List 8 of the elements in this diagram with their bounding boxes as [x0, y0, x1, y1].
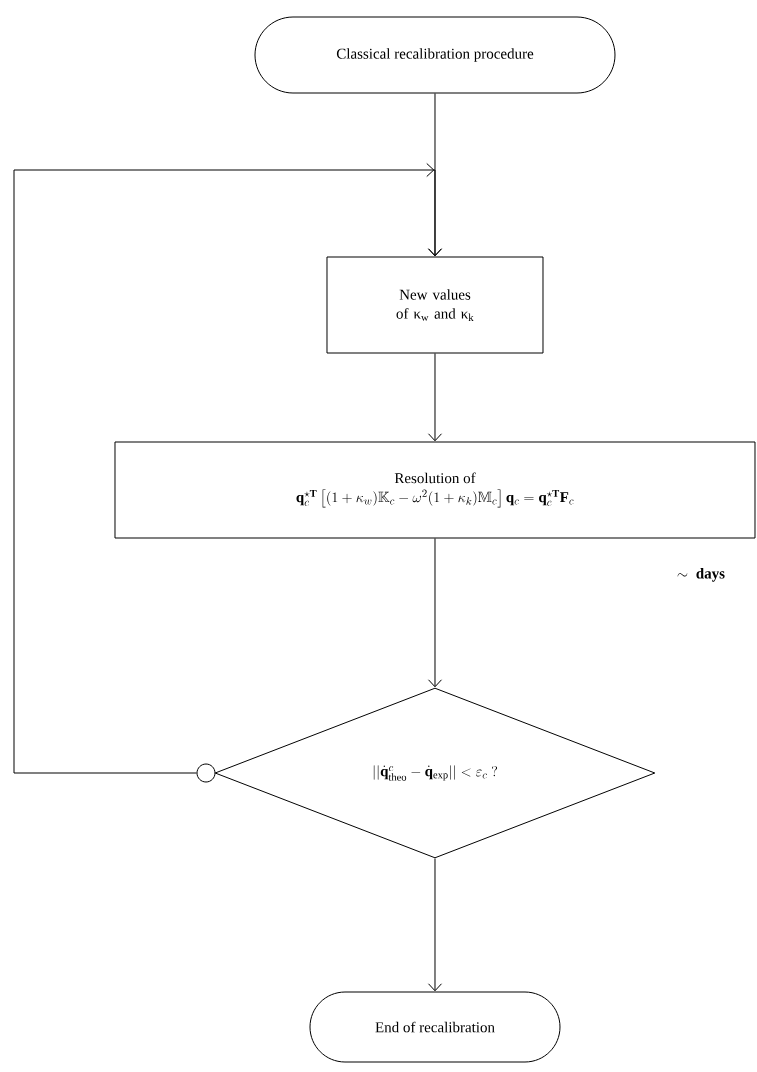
- arrow: [428, 538, 442, 688]
- arrow: [428, 858, 442, 992]
- duration-label: $\sim\ \textbf{days}$: [677, 568, 725, 582]
- arrow: [428, 353, 442, 442]
- process-box: Resolution of $\mathbf{q}_c^{\star\mathbf{T}}\left[(1+\kappa_w)\mathbb{K}_c-\omega^2(1+\kappa_k)\mathbb{M}_c\right]\mathbf{q}_c=\mathbf{q}_c^{\star\mathbf{T}}\mathbf{F}_c$: [114, 441, 756, 539]
- process-box: New values of κ$_{w}$ and κ$_{k}$: [326, 256, 544, 354]
- loop-arrow: [13, 163, 442, 774]
- connector-circle: [196, 763, 216, 783]
